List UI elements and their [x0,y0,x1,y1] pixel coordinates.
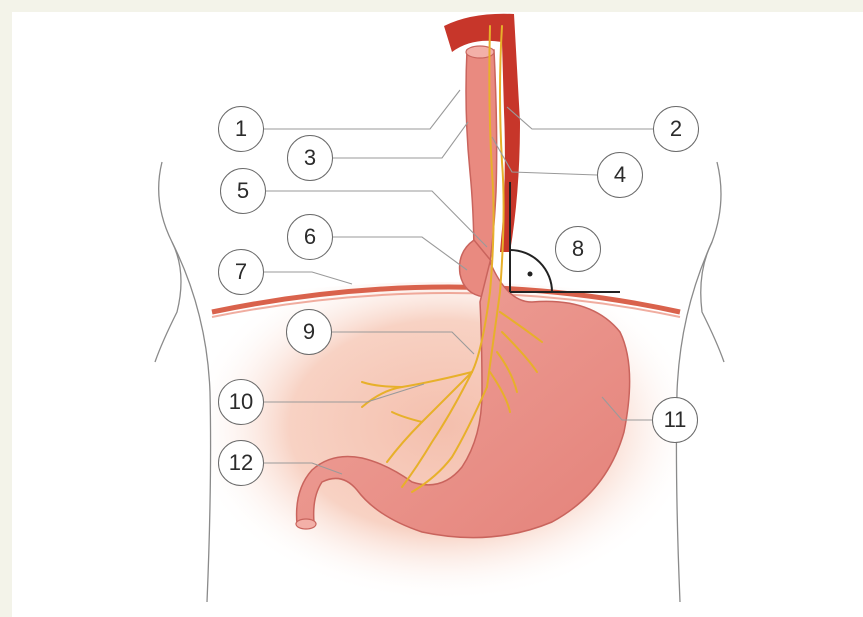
callout-9-text: 9 [303,319,315,345]
callout-6-text: 6 [304,224,316,250]
callout-4-text: 4 [614,162,626,188]
angle-dot [528,272,533,277]
callout-11-text: 11 [664,407,687,433]
callout-6: 6 [287,214,333,260]
callout-8-text: 8 [572,236,584,262]
callout-10: 10 [218,379,264,425]
callout-3: 3 [287,135,333,181]
callout-9: 9 [286,309,332,355]
callout-12: 12 [218,440,264,486]
callout-4: 4 [597,152,643,198]
callout-2-text: 2 [670,116,682,142]
callout-8: 8 [555,226,601,272]
callout-1-text: 1 [235,116,247,142]
anatomy-diagram: 1 2 3 4 5 6 8 7 9 10 11 12 [12,12,863,617]
callout-1: 1 [218,106,264,152]
callout-2: 2 [653,106,699,152]
callout-7-text: 7 [235,259,247,285]
callout-5: 5 [220,168,266,214]
callout-3-text: 3 [304,145,316,171]
callout-11: 11 [652,397,698,443]
callout-10-text: 10 [229,389,253,415]
anatomy-illustration [12,12,863,617]
callout-12-text: 12 [229,450,253,476]
callout-5-text: 5 [237,178,249,204]
callout-7: 7 [218,249,264,295]
